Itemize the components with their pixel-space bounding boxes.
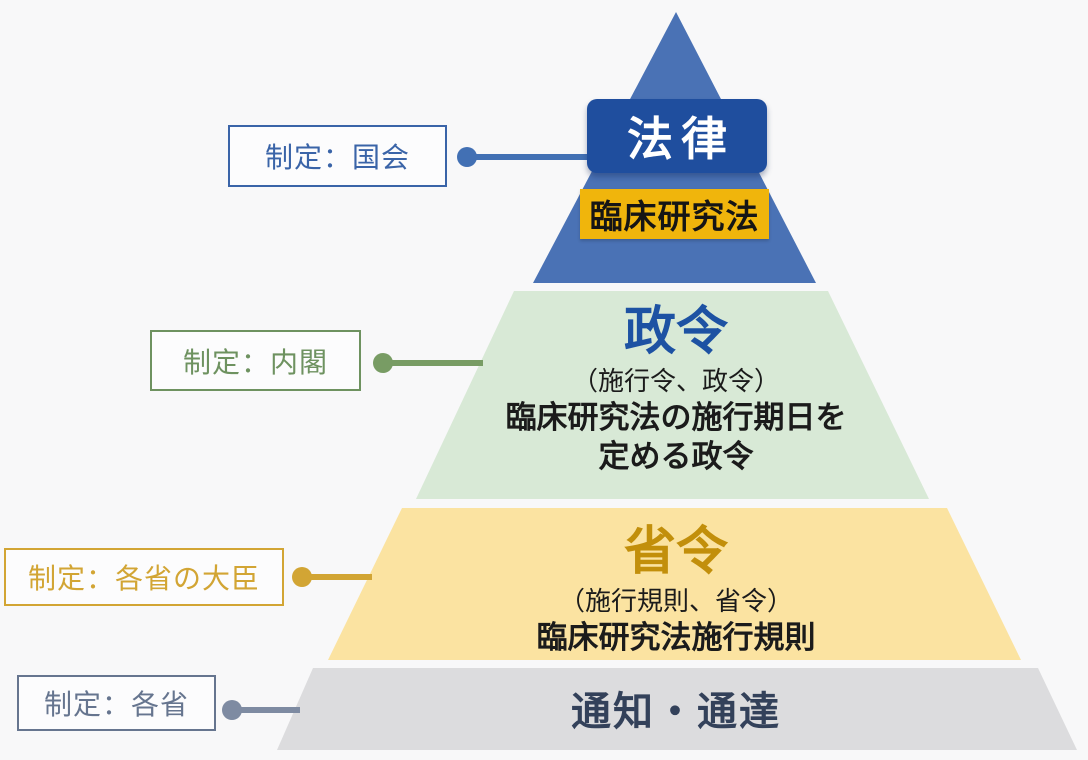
cabinet-order-title: 政令 [623,303,728,361]
notice-level-text: 通知・通達 [404,688,948,736]
callout-enacted-by-cabinet: 制定：内閣 [150,330,361,391]
cabinet-order-example-line-1: 臨床研究法の施行期日を [505,400,847,435]
ministerial-ordinance-title: 省令 [623,523,728,581]
ministerial-ordinance-subtitle: （施行規則、省令） [558,586,793,616]
callout-connector-dot-kokkai [457,147,477,167]
law-badge: 法律 [587,99,767,173]
cabinet-order-example-line-2: 定める政令 [598,439,754,474]
cabinet-order-level-text: 政令 （施行令、政令） 臨床研究法の施行期日を 定める政令 [404,302,948,476]
cabinet-order-level-shape [416,291,929,499]
callout-enacted-by-ministries: 制定：各省 [17,675,216,731]
ministerial-ordinance-example-line: 臨床研究法施行規則 [536,620,816,655]
callout-connector-dot-naikaku [373,353,393,373]
callout-enacted-by-diet: 制定：国会 [228,125,447,187]
cabinet-order-subtitle: （施行令、政令） [571,366,780,396]
notice-title: 通知・通達 [571,690,781,734]
notice-level-shape [277,668,1077,750]
callout-enacted-by-ministers: 制定：各省の大臣 [4,548,284,606]
callout-connector-dot-daijin [292,567,312,587]
clinical-research-act-tag: 臨床研究法 [580,189,769,239]
callout-connector-dot-kakushou [222,700,242,720]
ministerial-ordinance-level-shape [328,508,1021,660]
ministerial-ordinance-level-text: 省令 （施行規則、省令） 臨床研究法施行規則 [404,522,948,657]
